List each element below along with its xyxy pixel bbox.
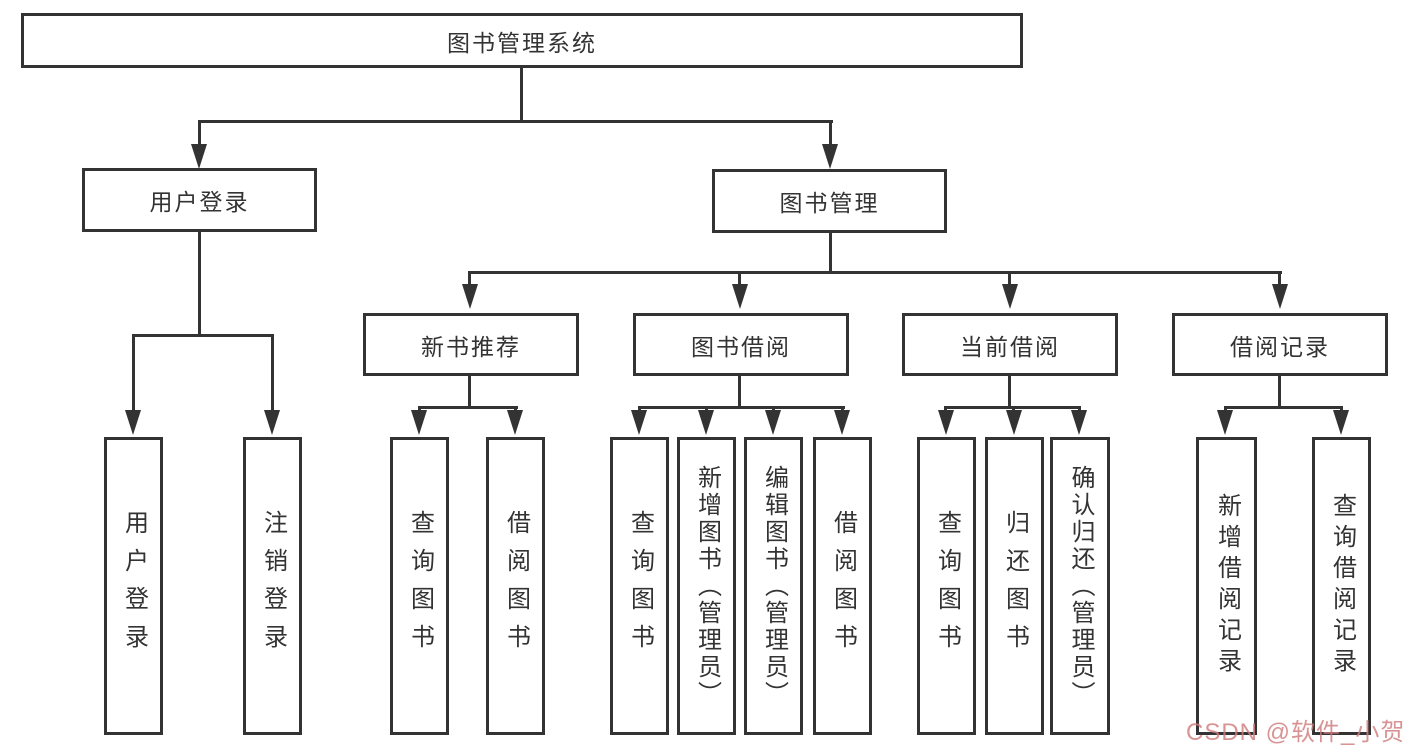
leaf-label: 确认归还（管理员） — [1067, 464, 1094, 708]
node-book-borrow: 图书借阅 — [633, 313, 849, 376]
leaf-add-borrow-record: 新增借阅记录 — [1196, 437, 1257, 735]
arrowhead-icon — [765, 410, 781, 435]
node-borrow-records: 借阅记录 — [1172, 313, 1388, 376]
leaf-label: 归还图书 — [1001, 510, 1029, 662]
arrowhead-icon — [411, 410, 427, 435]
connector-line — [1278, 376, 1281, 408]
watermark: CSDN @软件_小贺同学 — [1186, 719, 1405, 746]
connector-line — [829, 233, 832, 273]
connector-line — [198, 120, 201, 146]
leaf-return-books: 归还图书 — [985, 437, 1044, 735]
connector-line — [132, 334, 274, 337]
leaf-logout: 注销登录 — [243, 437, 302, 735]
arrowhead-icon — [1006, 410, 1022, 435]
node-new-book-recommend: 新书推荐 — [363, 313, 579, 376]
leaf-confirm-return-admin: 确认归还（管理员） — [1050, 437, 1110, 735]
arrowhead-icon — [732, 284, 748, 309]
connector-line — [271, 334, 274, 411]
leaf-query-books-3: 查询图书 — [917, 437, 976, 735]
arrowhead-icon — [822, 144, 838, 169]
arrowhead-icon — [264, 410, 280, 435]
leaf-label: 注销登录 — [259, 510, 287, 662]
connector-line — [1278, 271, 1281, 285]
leaf-label: 查询借阅记录 — [1328, 493, 1356, 679]
leaf-label: 新增图书（管理员） — [693, 464, 721, 708]
leaf-add-books-admin: 新增图书（管理员） — [677, 437, 736, 735]
leaf-query-books-2: 查询图书 — [610, 437, 669, 735]
connector-line — [738, 376, 741, 408]
connector-line — [520, 68, 523, 120]
leaf-label: 借阅图书 — [829, 510, 857, 662]
leaf-user-login: 用户登录 — [104, 437, 163, 735]
leaf-query-borrow-record: 查询借阅记录 — [1312, 437, 1371, 735]
leaf-query-books-1: 查询图书 — [390, 437, 449, 735]
connector-line — [638, 406, 845, 409]
leaf-label: 用户登录 — [120, 510, 148, 662]
leaf-label: 借阅图书 — [502, 510, 530, 662]
connector-line — [829, 120, 832, 146]
leaf-edit-books-admin: 编辑图书（管理员） — [744, 437, 803, 735]
connector-line — [1224, 406, 1343, 409]
connector-line — [468, 271, 471, 285]
arrowhead-icon — [1071, 410, 1087, 435]
connector-line — [738, 271, 741, 285]
leaf-label: 查询图书 — [406, 510, 434, 662]
arrowhead-icon — [1002, 284, 1018, 309]
connector-line — [469, 271, 1282, 274]
leaf-label: 编辑图书（管理员） — [760, 464, 788, 708]
arrowhead-icon — [191, 144, 207, 169]
leaf-borrow-books-1: 借阅图书 — [486, 437, 545, 735]
connector-line — [198, 232, 201, 336]
leaf-label: 查询图书 — [626, 510, 654, 662]
node-library-system: 图书管理系统 — [21, 13, 1023, 68]
arrowhead-icon — [631, 410, 647, 435]
leaf-label: 新增借阅记录 — [1213, 493, 1241, 679]
arrowhead-icon — [1272, 284, 1288, 309]
node-book-management: 图书管理 — [712, 169, 947, 233]
arrowhead-icon — [1217, 410, 1233, 435]
arrowhead-icon — [938, 410, 954, 435]
connector-line — [418, 406, 518, 409]
leaf-label: 查询图书 — [933, 510, 961, 662]
arrowhead-icon — [462, 284, 478, 309]
arrowhead-icon — [1333, 410, 1349, 435]
connector-line — [132, 334, 135, 411]
connector-line — [1008, 271, 1011, 285]
node-current-borrow: 当前借阅 — [902, 313, 1118, 376]
connector-line — [198, 120, 833, 123]
connector-line — [468, 376, 471, 408]
connector-line — [1008, 376, 1011, 408]
node-user-login: 用户登录 — [82, 168, 317, 232]
arrowhead-icon — [698, 410, 714, 435]
arrowhead-icon — [125, 410, 141, 435]
arrowhead-icon — [834, 410, 850, 435]
arrowhead-icon — [507, 410, 523, 435]
leaf-borrow-books-2: 借阅图书 — [813, 437, 872, 735]
